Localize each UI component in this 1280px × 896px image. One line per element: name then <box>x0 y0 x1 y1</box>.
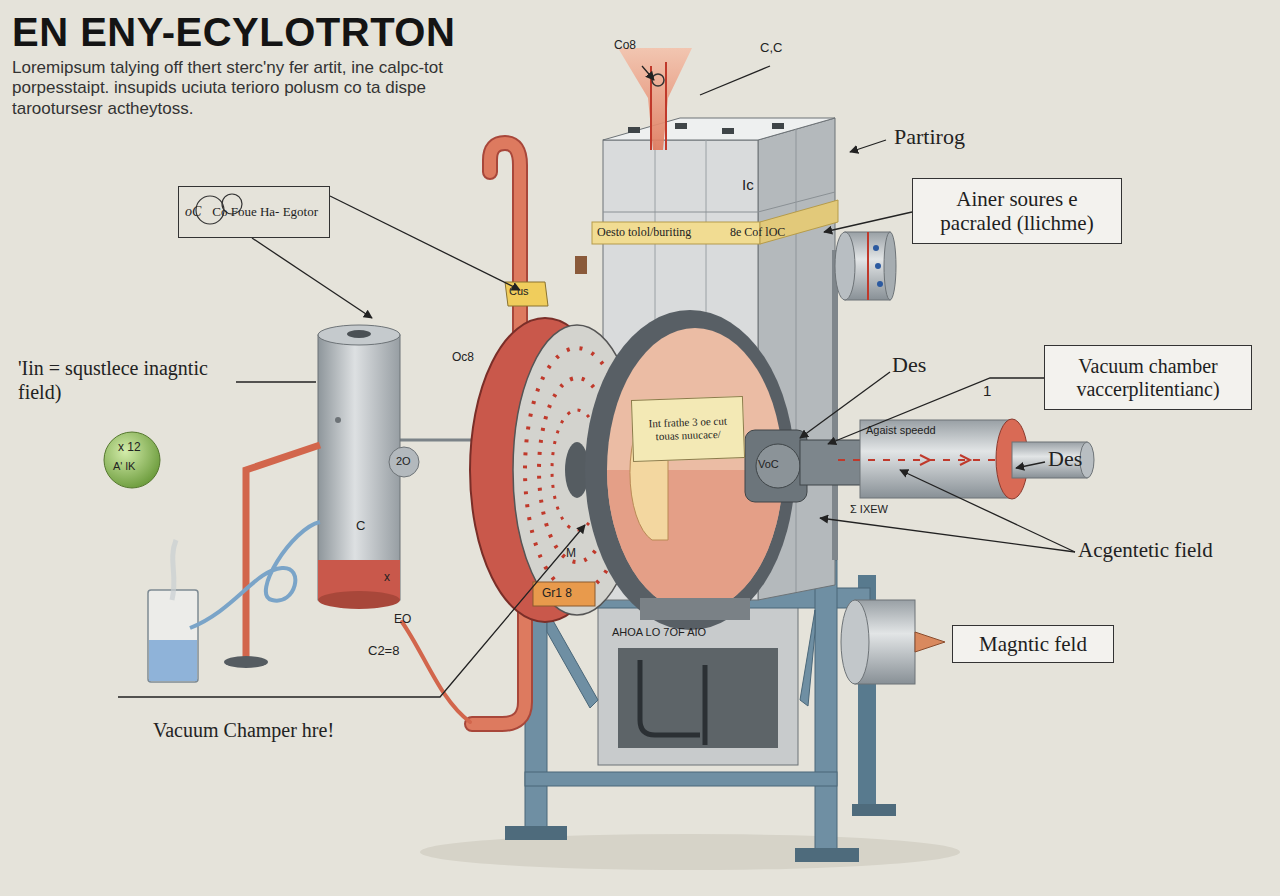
tank-stand <box>224 445 320 668</box>
note-card: Int frathe 3 oe cut touas nuucace/ <box>631 396 745 462</box>
part-label: Σ IXEW <box>850 503 888 516</box>
upper-right-cylinder <box>835 232 896 300</box>
callout-box: oC Co Foue Ha- Egotor <box>178 186 330 238</box>
callout-text: Int frathe 3 oe cut touas nuucace/ <box>639 415 738 444</box>
ball-label: x 12 <box>118 440 141 454</box>
tape-label: Oesto tolol/buriting <box>597 225 691 239</box>
part-label: Co8 <box>614 38 636 52</box>
diagram-title: EN ENY-ECYLOTRTON <box>12 10 455 55</box>
beaker <box>148 540 198 682</box>
part-label: Ic <box>742 176 754 194</box>
callout-number: 1 <box>983 382 991 400</box>
callout-box: Ainer soures e pacraled (llichme) <box>912 178 1122 244</box>
callout-text: oC <box>185 204 201 220</box>
part-label: 2O <box>396 455 411 468</box>
gas-tube <box>190 522 320 628</box>
gas-tank <box>318 325 419 609</box>
part-label: C2=8 <box>368 643 399 659</box>
particle-ball <box>104 432 160 488</box>
leader-lines <box>118 66 1075 697</box>
part-label: C,C <box>760 40 782 56</box>
part-label: Agaist speedd <box>866 424 936 437</box>
part-label: Vacuum Champer hre! <box>153 718 334 742</box>
tags <box>505 256 595 606</box>
callout-text: Co Foue Ha- Egotor <box>207 205 323 220</box>
stand <box>505 560 896 862</box>
part-label: VoC <box>758 458 779 471</box>
callout-text: Vacuum chamber vaccerplitentianc) <box>1051 355 1245 401</box>
part-label: Acgentetic field <box>1078 538 1213 563</box>
part-label: M <box>566 546 576 560</box>
clamp-assembly <box>745 430 807 502</box>
part-label: Des <box>1048 446 1082 472</box>
callout-box: Magntic feld <box>952 625 1114 663</box>
tag-label: Cus <box>509 285 529 298</box>
tape-label: 8e Cof lOC <box>730 225 785 239</box>
vacuum-opening <box>585 310 795 630</box>
callout-text: Magntic feld <box>979 632 1087 656</box>
tag-label: Gr1 8 <box>542 586 572 600</box>
part-label: EO <box>394 612 411 626</box>
part-label: C <box>356 518 365 534</box>
ball-label: A' lK <box>113 460 135 473</box>
panel-label: AHOA LO 7OF AIO <box>612 626 706 639</box>
floor-shadow <box>420 834 960 870</box>
motor <box>841 600 945 684</box>
part-label: 'Iin = squstlece inagntic field) <box>18 356 223 404</box>
part-label: Oc8 <box>452 350 474 364</box>
callout-box: Vacuum chamber vaccerplitentianc) <box>1044 345 1252 410</box>
part-label: x <box>384 570 390 584</box>
part-label: Partirog <box>894 124 965 150</box>
part-label: Des <box>892 352 926 378</box>
callout-text: Ainer soures e pacraled (llichme) <box>919 187 1115 235</box>
beam-cylinder <box>800 419 1094 499</box>
description-text: Loremipsum talying off thert sterc'ny fe… <box>12 58 512 119</box>
funnel <box>618 48 692 150</box>
